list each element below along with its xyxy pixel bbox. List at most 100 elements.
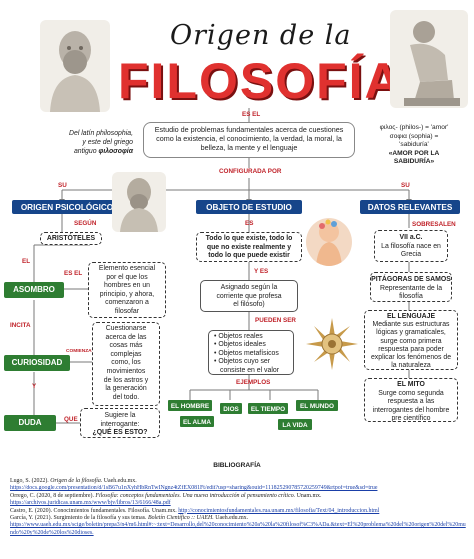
aristoteles-box: ARISTÓTELES bbox=[40, 232, 102, 245]
mito-line: respuesta a las bbox=[387, 398, 435, 406]
asignado-line: el filósofo) bbox=[233, 301, 265, 309]
sun-mandala-illustration bbox=[306, 318, 358, 370]
pitagoras-title: PITÁGORAS DE SAMOS bbox=[371, 276, 451, 283]
vii-ac-line: Grecia bbox=[400, 251, 422, 259]
ejemplo-dios: DIOS bbox=[220, 403, 242, 414]
etymology-line1: Del latín philosophia, bbox=[69, 130, 133, 137]
mito-line: interrogantes del hombre bbox=[372, 406, 450, 414]
pitagoras-line: filosofía bbox=[399, 293, 423, 301]
reference: Lugo, S. (2022). Origen de la filosofía.… bbox=[10, 478, 137, 484]
todo-line: todo lo que puede existir bbox=[208, 252, 290, 260]
duda-line2: interrogante: bbox=[100, 420, 140, 428]
label-pueden-ser: PUEDEN SER bbox=[255, 317, 296, 324]
thinker-statue-right bbox=[390, 10, 468, 108]
pitagoras-line: Representante de la bbox=[379, 284, 443, 292]
ejemplo-el-mundo: EL MUNDO bbox=[296, 400, 338, 411]
label-y: Y bbox=[32, 383, 37, 390]
lenguaje-box: EL LENGUAJE Mediante sus estructuras lóg… bbox=[364, 310, 458, 370]
todo-box: Todo lo que existe, todo lo que no exist… bbox=[196, 232, 302, 262]
label-su-right: SU bbox=[401, 182, 410, 189]
etymology-greek-note: φιλος- (philos-) = 'amor' σοφια (sophia)… bbox=[357, 124, 471, 167]
asombro-line: comenzaron a bbox=[105, 299, 149, 307]
reference: Orrego, C. (2020, 8 de septiembre). Filo… bbox=[10, 492, 322, 499]
label-es-el-2: ES EL bbox=[64, 270, 83, 277]
curiosidad-box: CURIOSIDAD bbox=[4, 355, 70, 371]
reference-link[interactable]: https://archivos.juridicas.unam.mx/www/b… bbox=[10, 500, 171, 507]
objetos-item: • Objetos ideales bbox=[214, 341, 266, 349]
etymology-line2: y este del griego bbox=[82, 139, 133, 146]
asombro-line: Elemento esencial bbox=[98, 265, 156, 272]
reference-link[interactable]: https://docs.google.com/presentation/d/1… bbox=[10, 485, 378, 492]
label-sobresalen: SOBRESALEN bbox=[412, 221, 456, 228]
title-script: Origen de la bbox=[170, 20, 352, 51]
greek-line2: σοφια (sophia) = bbox=[389, 132, 439, 140]
definition-box: Estudio de problemas fundamentales acerc… bbox=[143, 122, 355, 158]
duda-question: ¿QUÉ ES ESTO? bbox=[92, 429, 148, 437]
mito-line: pre científico bbox=[391, 415, 431, 423]
label-ejemplos: EJEMPLOS bbox=[236, 379, 271, 386]
ejemplo-la-vida: LA VIDA bbox=[278, 419, 312, 430]
label-su-left: SU bbox=[58, 182, 67, 189]
mito-title: EL MITO bbox=[397, 381, 425, 388]
label-comienzan-a: COMIENZAN A bbox=[66, 349, 100, 354]
vii-ac-box: VII a.C. La filosofía nace en Grecia bbox=[374, 230, 448, 262]
greek-line3: 'sabiduría' bbox=[399, 141, 429, 149]
etymology-line3: antiguo bbox=[73, 148, 97, 155]
objetos-item: • Objetos metafísicos bbox=[214, 349, 279, 357]
pitagoras-box: PITÁGORAS DE SAMOS Representante de la f… bbox=[370, 272, 452, 302]
curiosidad-line: de los astros y bbox=[103, 376, 149, 384]
asombro-box: ASOMBRO bbox=[4, 282, 64, 298]
objetos-item: • Objetos reales bbox=[214, 333, 263, 340]
duda-box: DUDA bbox=[4, 415, 56, 431]
ejemplo-el-tiempo: EL TIEMPO bbox=[248, 403, 288, 414]
label-es: ES bbox=[245, 220, 254, 227]
mito-line: Surge como segunda bbox=[378, 389, 444, 397]
objetos-item: consiste en el valor bbox=[220, 366, 279, 374]
label-que: QUE bbox=[64, 416, 78, 423]
greek-bold2: SABIDURÍA» bbox=[393, 158, 435, 166]
asombro-line: filosofar bbox=[114, 307, 140, 315]
asignado-line: Asignado según la bbox=[220, 284, 278, 291]
lenguaje-line: la naturaleza bbox=[391, 362, 431, 370]
asignado-box: Asignado según la corriente que profesa … bbox=[200, 280, 298, 312]
head-thinking-illustration bbox=[306, 218, 352, 266]
duda-line1: Sugiere la bbox=[104, 412, 136, 419]
ejemplo-el-hombre: EL HOMBRE bbox=[168, 400, 212, 411]
curiosidad-description: Cuestionarse acerca de las cosas más com… bbox=[92, 322, 160, 406]
greek-line1: φιλος- (philos-) = 'amor' bbox=[379, 124, 449, 131]
header-origen-psicologico: ORIGEN PSICOLÓGICO bbox=[12, 200, 122, 214]
header-datos-relevantes: DATOS RELEVANTES bbox=[360, 200, 460, 214]
curiosidad-line: complejas bbox=[110, 350, 142, 358]
todo-line: Todo lo que existe, todo lo bbox=[205, 235, 293, 242]
vii-ac-title: VII a.C. bbox=[399, 234, 423, 241]
header-objeto-de-estudio: OBJETO DE ESTUDIO bbox=[196, 200, 302, 214]
lenguaje-line: respuesta para poder bbox=[378, 345, 444, 353]
mito-box: EL MITO Surge como segunda respuesta a l… bbox=[364, 378, 458, 422]
bibliography-list: Lugo, S. (2022). Origen de la filosofía.… bbox=[10, 478, 468, 537]
reference-link[interactable]: https://www.uaeh.edu.mx/scige/boletin/pr… bbox=[10, 522, 466, 536]
lenguaje-line: surge como primera bbox=[380, 337, 442, 345]
label-es-el: ES EL bbox=[242, 111, 261, 118]
curiosidad-line: del todo. bbox=[112, 393, 140, 401]
vii-ac-line: La filosofía nace en bbox=[381, 242, 441, 250]
page-title: FILOSOFÍA bbox=[118, 53, 403, 109]
curiosidad-line: Cuestionarse bbox=[105, 325, 147, 332]
reference: García, Y. (2021). Surgimiento de la fil… bbox=[10, 515, 249, 522]
greek-bold1: «AMOR POR LA bbox=[388, 149, 440, 157]
asombro-line: principio, y ahora, bbox=[99, 290, 155, 298]
label-el: EL bbox=[22, 258, 31, 265]
curiosidad-line: como, los bbox=[111, 359, 141, 367]
asombro-description: Elemento esencial por el que los hombres… bbox=[88, 262, 166, 318]
reference-link[interactable]: http://conocimientosfundamentales.rua.un… bbox=[178, 507, 380, 514]
bibliography-heading: BIBLIOGRAFÍA bbox=[213, 462, 261, 469]
duda-description: Sugiere la interrogante: ¿QUÉ ES ESTO? bbox=[80, 408, 160, 438]
ejemplo-el-alma: EL ALMA bbox=[180, 416, 214, 427]
todo-line: que no existe realmente y bbox=[206, 243, 292, 251]
asombro-line: por el que los bbox=[106, 273, 148, 281]
etymology-greek: φιλοσοφία bbox=[98, 148, 133, 155]
curiosidad-line: movimientos bbox=[106, 367, 146, 375]
aristotle-bust bbox=[112, 172, 166, 232]
lenguaje-line: explicar los fenómenos de bbox=[370, 354, 452, 362]
curiosidad-line: acerca de las bbox=[105, 333, 147, 341]
lenguaje-title: EL LENGUAJE bbox=[386, 313, 436, 320]
